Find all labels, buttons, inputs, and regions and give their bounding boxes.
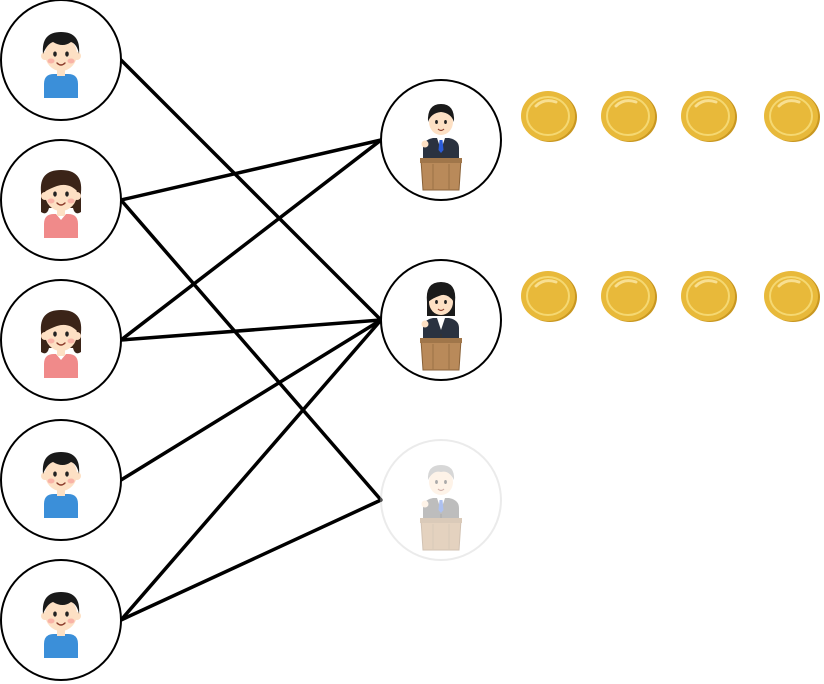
candidate-node-1 <box>380 79 502 201</box>
candidate-circle <box>380 439 502 561</box>
elder-speaker-at-podium-icon <box>420 465 462 551</box>
female-speaker-at-podium-icon <box>420 282 462 371</box>
coin-icon <box>601 271 657 322</box>
edge-v4-c2 <box>119 318 383 482</box>
edge-v5-c3 <box>119 498 383 622</box>
coin-icon <box>601 91 657 142</box>
voter-node-5 <box>0 559 122 681</box>
girl-icon <box>40 310 82 378</box>
edge-v3-c2 <box>119 318 383 342</box>
coin-icon <box>764 271 820 322</box>
coin-icon <box>681 91 737 142</box>
male-speaker-at-podium-icon <box>420 104 462 191</box>
boy-icon <box>41 452 81 518</box>
candidate-node-2 <box>380 259 502 381</box>
coin-icon <box>521 91 577 142</box>
coin-icon <box>521 271 577 322</box>
voter-column <box>0 0 122 681</box>
voter-node-4 <box>0 419 122 541</box>
candidate-column <box>380 79 502 561</box>
boy-icon <box>41 32 81 98</box>
coin-rows <box>521 91 820 322</box>
connection-lines <box>119 58 383 622</box>
boy-icon <box>41 592 81 658</box>
voter-node-2 <box>0 139 122 261</box>
girl-icon <box>40 170 82 238</box>
edge-v2-c3 <box>119 198 383 502</box>
edge-v3-c1 <box>119 138 383 342</box>
edge-v1-c2 <box>119 58 383 322</box>
coin-icon <box>764 91 820 142</box>
candidate-node-3 <box>380 439 502 561</box>
edge-v2-c1 <box>119 138 383 202</box>
coin-icon <box>681 271 737 322</box>
edge-v5-c2 <box>119 318 383 622</box>
voter-node-1 <box>0 0 122 121</box>
voter-node-3 <box>0 279 122 401</box>
